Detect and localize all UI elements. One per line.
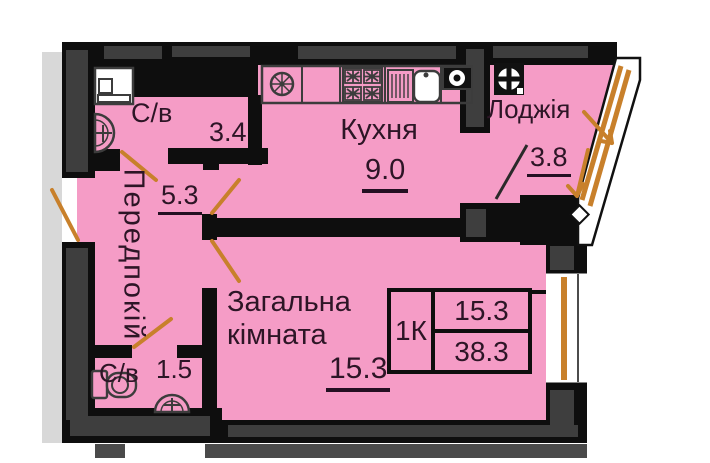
room-area-living-room: 15.3	[326, 354, 391, 392]
summary-table-frame	[387, 288, 546, 374]
arrow-down-right-icon	[582, 110, 614, 145]
room-area-bathroom-bottom: 1.5	[156, 354, 193, 384]
bathroom-bottom-door-swing	[132, 317, 173, 349]
washing-machine-icon	[93, 66, 135, 106]
room-area-hallway: 5.3	[158, 182, 202, 215]
hob-icon	[442, 66, 473, 90]
room-area-kitchen: 9.0	[362, 156, 409, 193]
room-label-bathroom-top: С/в	[131, 98, 173, 128]
vent-shaft-icon	[494, 63, 524, 95]
kitchen-counter	[260, 64, 474, 105]
glazing-post	[568, 203, 591, 226]
bathroom-top-fixtures	[93, 66, 135, 154]
living-area-cell: 15.3	[454, 295, 509, 326]
room-label-hallway: Передпокій	[117, 168, 150, 342]
room-label-bathroom-bottom: С/в	[99, 358, 139, 388]
living-room-label-line2: кімната	[227, 318, 327, 351]
bathroom-top-door-swing	[120, 150, 158, 182]
kitchen-door-swing	[210, 178, 241, 215]
kitchen-sink-icon	[387, 69, 442, 104]
outside-strip	[42, 52, 62, 443]
loggia-door-swing	[494, 144, 529, 200]
arrow-down-left-icon	[566, 148, 590, 198]
cut-band	[95, 444, 587, 458]
apartment-type-cell: 1К	[395, 315, 427, 346]
room-label-loggia: Лоджія	[487, 94, 571, 124]
balcony-arrows	[566, 110, 614, 198]
living-room-window	[546, 270, 587, 386]
room-area-bathroom-top: 3.4	[209, 117, 247, 147]
wash-basin-icon	[153, 393, 191, 414]
entrance-door-swing	[50, 188, 80, 242]
wall-accents	[66, 46, 588, 437]
living-room-label-line1: Загальна	[227, 286, 351, 318]
living-room-door-swing	[210, 239, 241, 283]
cooker-hood-icon	[269, 71, 295, 97]
stove-icon	[341, 66, 384, 104]
bathroom-bottom-fixtures	[90, 369, 191, 414]
toilet-icon	[90, 369, 138, 400]
total-area-cell: 38.3	[454, 336, 509, 367]
wash-basin-icon	[93, 112, 116, 154]
room-label-living-room: Загальна кімната	[227, 286, 351, 352]
room-label-kitchen: Кухня	[340, 114, 418, 146]
door-swings	[50, 150, 241, 349]
room-area-loggia: 3.8	[527, 144, 571, 177]
